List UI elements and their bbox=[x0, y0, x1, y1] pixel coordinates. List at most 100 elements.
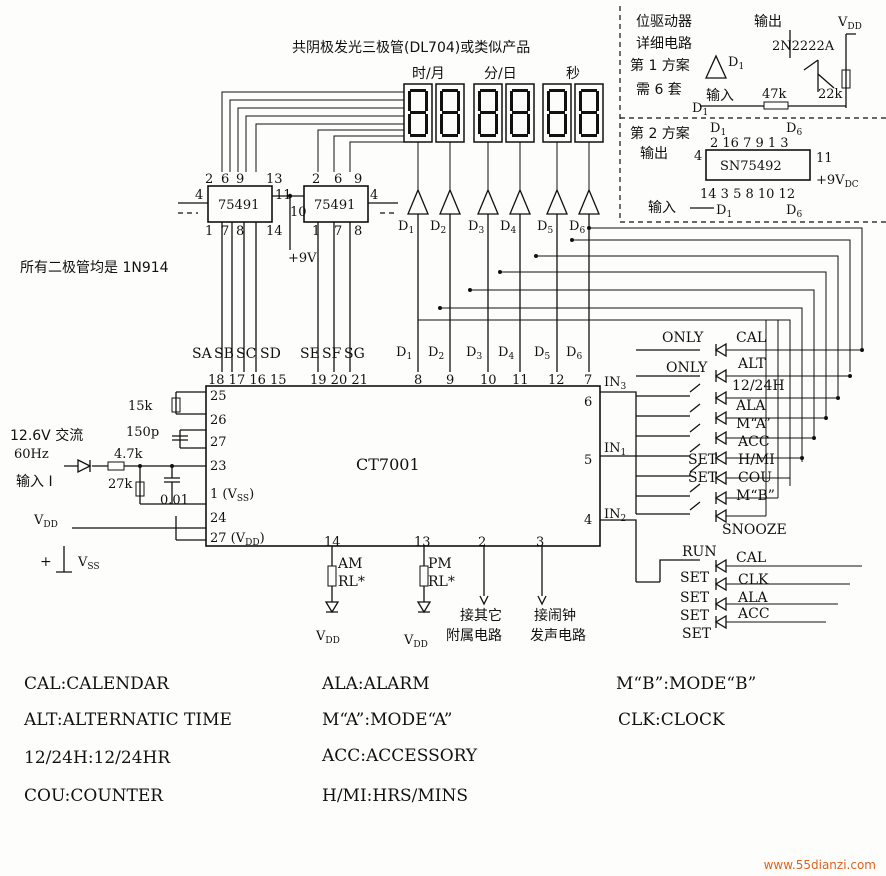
svg-text:D4: D4 bbox=[500, 219, 516, 236]
sw-snooze: SNOOZE bbox=[722, 522, 787, 538]
set-label-4: SET bbox=[680, 590, 710, 606]
c001-label: 0.01 bbox=[160, 493, 189, 508]
chip-75491-left-label: 75491 bbox=[218, 198, 259, 213]
res47k-label: 47k bbox=[762, 87, 787, 102]
legend-mb: M“B”:MODE“B” bbox=[616, 674, 757, 694]
svg-text:D6: D6 bbox=[569, 219, 585, 236]
sw-cal: CAL bbox=[736, 330, 766, 346]
ac-label-1: 12.6V 交流 bbox=[10, 427, 83, 444]
svg-text:6: 6 bbox=[334, 172, 342, 187]
svg-text:14: 14 bbox=[266, 224, 283, 239]
sw-clk: CLK bbox=[738, 572, 769, 588]
all-diodes-note: 所有二极管均是 1N914 bbox=[20, 260, 169, 276]
svg-text:VDD: VDD bbox=[315, 629, 340, 646]
pin12-label: 12 bbox=[548, 373, 565, 388]
svg-text:4: 4 bbox=[195, 188, 203, 203]
legend-acc: ACC:ACCESSORY bbox=[322, 746, 478, 766]
svg-text:4: 4 bbox=[370, 188, 378, 203]
svg-text:D6: D6 bbox=[786, 203, 802, 220]
ac-label-2: 60Hz bbox=[14, 447, 49, 462]
digit-drivers: D1 D2 D3 D4 D5 D6 bbox=[398, 188, 600, 236]
pin10-label: 10 bbox=[480, 373, 497, 388]
output2-label: 输出 bbox=[640, 146, 668, 162]
digit-display-1 bbox=[403, 83, 433, 143]
pin26-label: 26 bbox=[210, 413, 227, 428]
transistor-label: 2N2222A bbox=[772, 39, 835, 54]
digit-display-2 bbox=[435, 83, 465, 143]
svg-text:D1: D1 bbox=[398, 219, 414, 236]
other-circuit-1: 接其它 bbox=[460, 607, 502, 624]
run-label: RUN bbox=[682, 544, 717, 560]
alarm-circuit-1: 接闹钟 bbox=[534, 607, 576, 624]
pin11b-label: 11 bbox=[512, 373, 529, 388]
pin24-label: 24 bbox=[210, 511, 227, 526]
pin7-label: 7 bbox=[584, 373, 592, 388]
group-label-s: 秒 bbox=[566, 66, 580, 82]
svg-text:10: 10 bbox=[290, 205, 307, 220]
pin27-label: 27 bbox=[210, 435, 227, 450]
svg-text:VDD: VDD bbox=[837, 15, 862, 32]
svg-text:D2: D2 bbox=[430, 219, 446, 236]
svg-text:13: 13 bbox=[266, 172, 283, 187]
seg-sb: SB bbox=[214, 346, 234, 362]
legend-ma: M“A”:MODE“A” bbox=[322, 710, 453, 730]
pin13-label: 13 bbox=[414, 535, 431, 550]
svg-text:D1: D1 bbox=[396, 345, 412, 362]
svg-text:27 (VDD): 27 (VDD) bbox=[210, 531, 265, 548]
display-title: 共阴极发光三极管(DL704)或类似产品 bbox=[292, 40, 530, 56]
chip-75491-right-label: 75491 bbox=[314, 198, 355, 213]
svg-text:9: 9 bbox=[236, 172, 244, 187]
pin9-label: 9 bbox=[446, 373, 454, 388]
only-label-1: ONLY bbox=[662, 330, 704, 346]
seg-sc: SC bbox=[236, 346, 256, 362]
legend-clk: CLK:CLOCK bbox=[618, 710, 725, 730]
sn-pins-bottom: 14 3 5 8 10 12 bbox=[700, 187, 795, 202]
res22k-label: 22k bbox=[818, 87, 843, 102]
legend-cal: CAL:CALENDAR bbox=[24, 674, 169, 694]
sw-alt: ALT bbox=[737, 356, 766, 372]
pin8-label: 8 bbox=[414, 373, 422, 388]
sw-acc: ACC bbox=[737, 434, 770, 450]
input-i-label: 输入 I bbox=[16, 474, 53, 490]
svg-text:7: 7 bbox=[221, 224, 229, 239]
svg-text:7: 7 bbox=[334, 224, 342, 239]
svg-text:D3: D3 bbox=[466, 345, 482, 362]
rl-am-label: RL* bbox=[338, 574, 365, 590]
watermark: www.55dianzi.com bbox=[763, 858, 876, 872]
only-label-2: ONLY bbox=[666, 360, 708, 376]
legend-hmi: H/MI:HRS/MINS bbox=[322, 786, 469, 806]
sw-ma: M“A” bbox=[736, 416, 771, 432]
output-label: 输出 bbox=[754, 14, 782, 30]
legend-ala: ALA:ALARM bbox=[322, 674, 430, 694]
c150p-label: 150p bbox=[126, 425, 159, 440]
pins-seg-b: 19 20 21 bbox=[310, 373, 368, 388]
plus-label: + bbox=[40, 554, 52, 570]
ct7001-label: CT7001 bbox=[356, 455, 420, 474]
plus9v-label: +9V bbox=[288, 251, 317, 266]
driver-title-1: 位驱动器 bbox=[636, 14, 692, 30]
pin5-label: 5 bbox=[584, 453, 592, 468]
svg-text:1: 1 bbox=[312, 224, 320, 239]
other-circuit-2: 附属电路 bbox=[446, 628, 502, 644]
input2-label: 输入 bbox=[648, 200, 676, 216]
sn75492-label: SN75492 bbox=[720, 159, 782, 174]
svg-text:D2: D2 bbox=[428, 345, 444, 362]
scheme2-label: 第 2 方案 bbox=[630, 125, 690, 142]
svg-text:D3: D3 bbox=[468, 219, 484, 236]
svg-text:VSS: VSS bbox=[77, 555, 100, 572]
svg-text:1 (VSS): 1 (VSS) bbox=[210, 487, 254, 504]
pin23-label: 23 bbox=[210, 459, 227, 474]
svg-text:IN2: IN2 bbox=[604, 507, 626, 524]
seg-sg: SG bbox=[344, 346, 365, 362]
svg-text:6: 6 bbox=[221, 172, 229, 187]
digit-display-3 bbox=[473, 83, 503, 143]
svg-text:D4: D4 bbox=[498, 345, 514, 362]
pins-seg-a: 18 17 16 15 bbox=[208, 373, 287, 388]
group-label-md: 分/日 bbox=[484, 66, 517, 82]
am-label: AM bbox=[337, 556, 362, 572]
set-label-3: SET bbox=[680, 570, 710, 586]
pin6-label: 6 bbox=[584, 395, 592, 410]
